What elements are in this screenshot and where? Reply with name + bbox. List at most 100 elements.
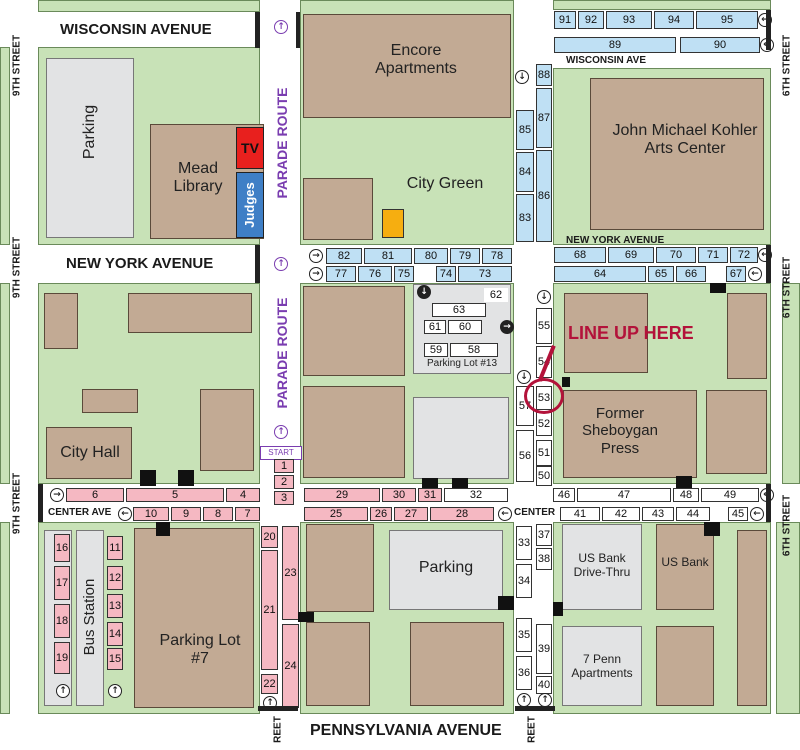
slot-3: 3	[274, 491, 294, 505]
tv-box: TV	[236, 127, 264, 169]
sixth-street-label-mid: 6TH STREET	[781, 256, 793, 319]
slot-43: 43	[642, 507, 674, 521]
arrow-left-icon: ←	[118, 507, 132, 521]
slot-91: 91	[554, 11, 576, 29]
wisconsin-ave-right-label: WISCONSIN AVE	[566, 55, 647, 66]
slot-42: 42	[602, 507, 640, 521]
city-green-label: City Green	[406, 174, 484, 192]
sheboygan-press-label: Former Sheboygan Press	[582, 405, 658, 457]
slot-92: 92	[578, 11, 604, 29]
block-far-left-mid	[0, 283, 10, 484]
slot-13: 13	[107, 594, 123, 618]
seventh-street-partial-label: REET	[526, 716, 538, 743]
slot-29: 29	[304, 488, 380, 502]
slot-58: 58	[450, 343, 498, 357]
arrow-up-icon: ↑	[56, 684, 70, 698]
barrier-block	[710, 283, 726, 293]
slot-78: 78	[482, 248, 512, 264]
orange-square	[382, 209, 404, 238]
ninth-street-label-bot: 9TH STREET	[11, 472, 23, 535]
slot-76: 76	[358, 266, 392, 282]
barrier-block	[178, 470, 194, 486]
eighth-street-partial-label: REET	[272, 716, 284, 743]
slot-19: 19	[54, 642, 70, 674]
arrow-up-icon: ↑	[108, 684, 122, 698]
sixth-street-label-top: 6TH STREET	[781, 34, 793, 97]
slot-77: 77	[326, 266, 356, 282]
slot-45: 45	[728, 507, 748, 521]
slot-69: 69	[608, 247, 654, 263]
city-hall	[46, 427, 132, 479]
slot-95: 95	[696, 11, 758, 29]
slot-71: 71	[698, 247, 728, 263]
bottom-mid-left	[306, 524, 374, 612]
slot-70: 70	[656, 247, 696, 263]
slot-39: 39	[536, 624, 552, 674]
bottom-mid-sw	[306, 622, 370, 706]
slot-32: 32	[444, 488, 508, 502]
slot-17: 17	[54, 566, 70, 600]
bus-station-label: Bus Station	[81, 578, 99, 656]
slot-28: 28	[430, 507, 494, 521]
slot-93: 93	[606, 11, 652, 29]
slot-18: 18	[54, 604, 70, 638]
parking-mid	[389, 530, 503, 610]
slot-56: 56	[516, 430, 534, 482]
slot-52: 52	[536, 412, 552, 436]
parade-arrow-up-icon: ↑	[274, 257, 288, 271]
block-top-right-strip	[553, 0, 771, 10]
newyork-ave-label: NEW YORK AVENUE	[66, 255, 214, 272]
arrow-left-icon: ←	[750, 507, 764, 521]
bottom-right-se	[656, 626, 714, 706]
arrow-left-icon: ←	[748, 267, 762, 281]
slot-80: 80	[414, 248, 448, 264]
barrier-block	[704, 522, 720, 536]
arrow-down-icon: ↓	[515, 70, 529, 84]
slot-41: 41	[560, 507, 600, 521]
slot-7: 7	[235, 507, 260, 521]
slot-34: 34	[516, 564, 532, 598]
penn-apartments	[562, 626, 642, 706]
sixth-street-label-bot: 6TH STREET	[781, 494, 793, 557]
parade-route-label-bottom: PARADE ROUTE	[274, 297, 290, 409]
barrier	[766, 245, 771, 283]
slot-35: 35	[516, 618, 532, 652]
line-up-marker	[524, 378, 564, 414]
parking-lot-7	[134, 528, 254, 708]
press-top-building	[564, 293, 648, 373]
slot-65: 65	[648, 266, 674, 282]
city-hall-small	[82, 389, 138, 413]
barrier-block	[498, 596, 514, 610]
slot-48: 48	[673, 488, 699, 502]
line-up-label: LINE UP HERE	[568, 323, 694, 343]
slot-67: 67	[726, 266, 746, 282]
press-far-right	[706, 390, 767, 474]
parking-top-left-label: Parking	[80, 104, 98, 160]
us-bank	[656, 524, 714, 610]
slot-21: 21	[261, 550, 278, 670]
arrow-down-icon: ↓	[537, 290, 551, 304]
mead-library-label: Mead Library	[173, 159, 223, 195]
newyork-ave-right-label: NEW YORK AVENUE	[566, 235, 665, 246]
slot-61: 61	[424, 320, 446, 334]
slot-64: 64	[554, 266, 646, 282]
slot-10: 10	[133, 507, 169, 521]
slot-44: 44	[676, 507, 710, 521]
slot-14: 14	[107, 622, 123, 646]
city-hall-upper	[128, 293, 252, 333]
slot-62: 62	[484, 288, 508, 302]
slot-37: 37	[536, 524, 552, 546]
city-hall-label: City Hall	[60, 443, 120, 461]
slot-5: 5	[126, 488, 224, 502]
barrier-block	[676, 476, 692, 488]
slot-2: 2	[274, 475, 294, 489]
arrow-down-icon: ↓	[517, 370, 531, 384]
slot-8: 8	[203, 507, 233, 521]
press-right-building	[727, 293, 767, 379]
barrier	[255, 245, 260, 283]
block-far-left-bottom	[0, 522, 10, 714]
slot-81: 81	[364, 248, 412, 264]
slot-55: 55	[536, 308, 552, 344]
judges-label: Judges	[241, 182, 257, 228]
